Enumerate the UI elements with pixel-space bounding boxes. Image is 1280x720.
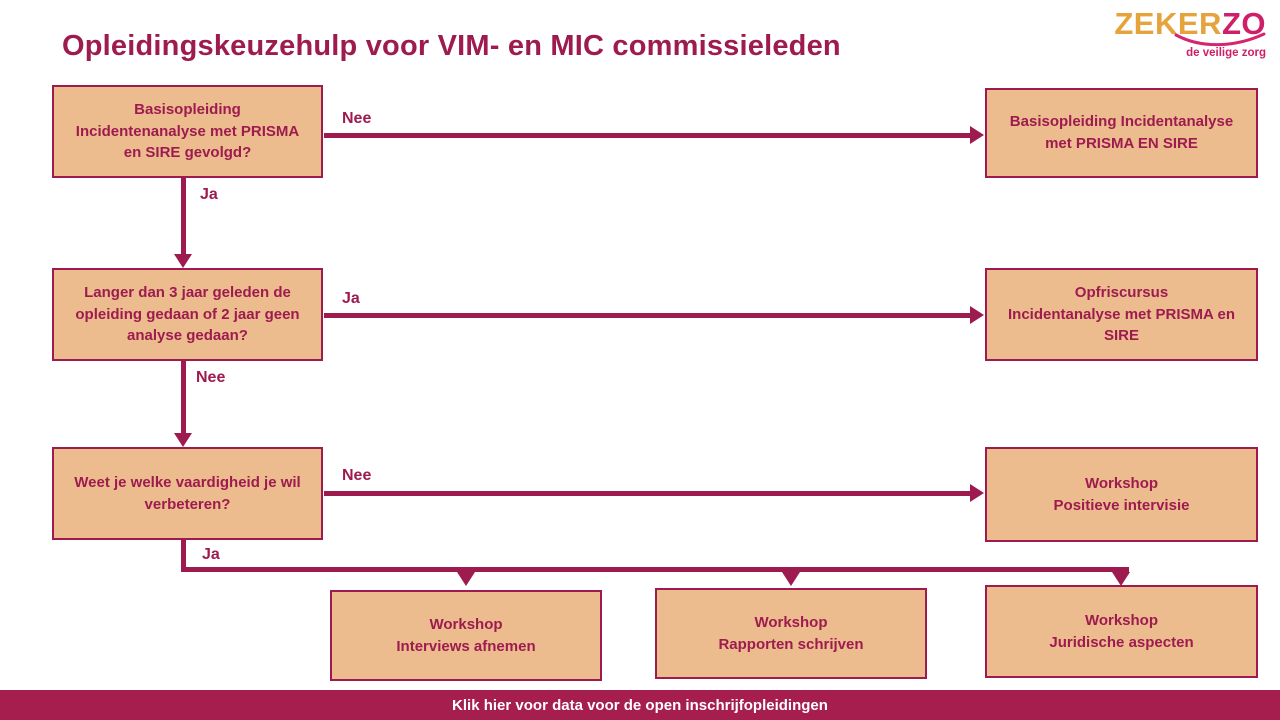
decision-box-langer-dan-3-jaar: Langer dan 3 jaar geleden de opleiding g…	[52, 268, 323, 361]
connector-q2-r2-line	[324, 313, 972, 318]
connector-q3-branch-vline	[181, 539, 186, 572]
page-title: Opleidingskeuzehulp voor VIM- en MIC com…	[62, 30, 841, 62]
edge-label-q1-nee: Nee	[342, 110, 372, 127]
connector-branch-hline	[181, 567, 1129, 572]
decision-box-vaardigheid-verbeteren: Weet je welke vaardigheid je wil verbete…	[52, 447, 323, 540]
logo-zeker-text: ZEKER	[1114, 6, 1222, 41]
logo-wordmark: ZEKERZO	[1081, 8, 1266, 39]
connector-q1-r1-arrowhead	[970, 126, 984, 144]
logo-zo-text: ZO	[1221, 6, 1266, 41]
outcome-box-basisopleiding: Basisopleiding Incidentanalyse met PRISM…	[985, 88, 1258, 178]
connector-q3-r3-line	[324, 491, 972, 496]
logo-swoosh-icon	[1174, 32, 1266, 47]
edge-label-q3-nee: Nee	[342, 467, 372, 484]
connector-q2-r2-arrowhead	[970, 306, 984, 324]
edge-label-q2-nee: Nee	[196, 369, 226, 386]
connector-branch-w1-arrowhead	[457, 572, 475, 586]
connector-q1-q2-arrowhead	[174, 254, 192, 268]
outcome-box-positieve-intervisie: Workshop Positieve intervisie	[985, 447, 1258, 542]
connector-q1-q2-line	[181, 178, 186, 256]
zekerzo-logo: ZEKERZO de veilige zorg	[1081, 8, 1266, 59]
edge-label-q2-ja: Ja	[342, 290, 360, 307]
decision-box-basisopleiding-gevolgd: Basisopleiding Incidentenanalyse met PRI…	[52, 85, 323, 178]
connector-q2-q3-line	[181, 360, 186, 435]
edge-label-q1-ja: Ja	[200, 186, 218, 203]
connector-branch-w3-arrowhead	[1112, 572, 1130, 586]
outcome-box-juridische-aspecten: Workshop Juridische aspecten	[985, 585, 1258, 678]
outcome-box-rapporten-schrijven: Workshop Rapporten schrijven	[655, 588, 927, 679]
connector-q3-r3-arrowhead	[970, 484, 984, 502]
logo-tagline: de veilige zorg	[1186, 47, 1266, 59]
outcome-box-interviews-afnemen: Workshop Interviews afnemen	[330, 590, 602, 681]
connector-q1-r1-line	[324, 133, 972, 138]
connector-q2-q3-arrowhead	[174, 433, 192, 447]
connector-branch-w2-arrowhead	[782, 572, 800, 586]
edge-label-q3-ja: Ja	[202, 546, 220, 563]
footer-link[interactable]: Klik hier voor data voor de open inschri…	[0, 690, 1280, 720]
outcome-box-opfriscursus: Opfriscursus Incidentanalyse met PRISMA …	[985, 268, 1258, 361]
